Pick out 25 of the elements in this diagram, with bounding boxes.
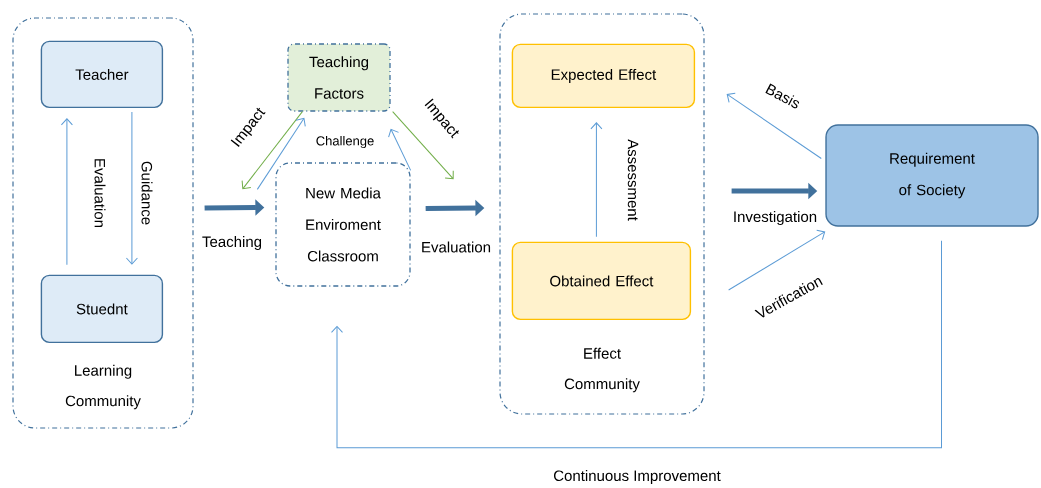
arrow [331,240,942,449]
arrow [125,111,138,265]
edge-label: Investigation [731,210,819,226]
arrow [590,122,603,238]
edge-label: Continuous Improvement [552,469,722,485]
effect-box: Obtained Effect [511,241,692,321]
label-text: Challenge [316,135,374,149]
arrow [392,111,454,180]
teacher-box: Teacher [40,40,164,109]
factors-box: Teaching Factors [287,43,391,112]
student-box: Stuednt [40,274,164,344]
edge-label: Evaluation [420,240,493,254]
effect-box: Expected Effect [511,43,696,109]
arrow [256,117,306,190]
arrow [60,118,73,266]
society-box: Requirement of Society [825,124,1039,227]
edge-label: Teaching [201,235,264,251]
edge-label: Assessment [626,138,640,222]
arrow [726,92,822,159]
edge-label: Guidance [140,159,154,227]
classroom-box: New Media Enviroment Classroom [275,162,411,287]
edge-label: Evaluation [93,157,107,230]
arrow [241,111,303,190]
arrow [388,128,412,171]
arrow [728,229,826,291]
